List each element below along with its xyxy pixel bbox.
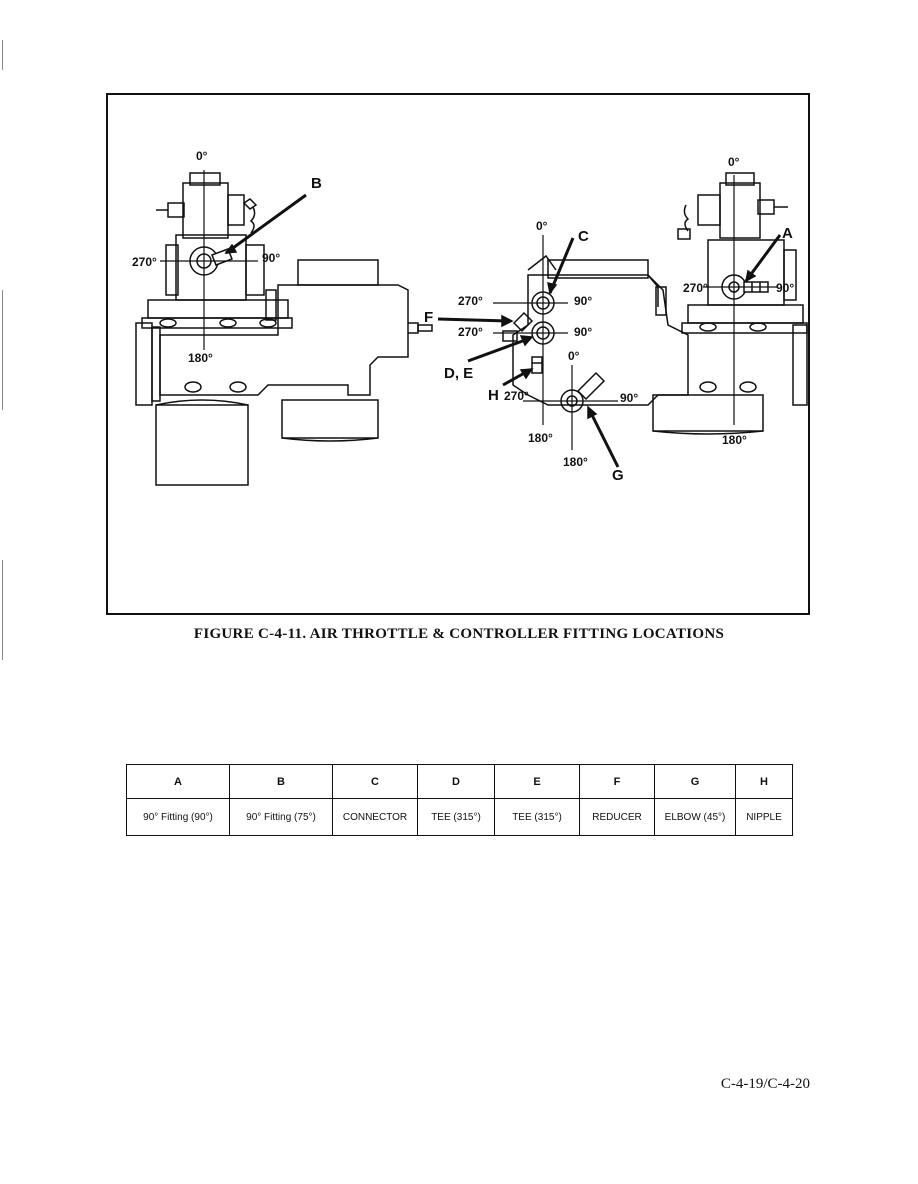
table-cell: TEE (315°) [494, 798, 580, 836]
table-cell: CONNECTOR [332, 798, 418, 836]
table-header-cell: H [735, 764, 793, 799]
table-cell: ELBOW (45°) [654, 798, 736, 836]
angle-label-left-0: 0° [196, 149, 208, 163]
callout-de: D, E [444, 365, 474, 382]
callout-c: C [578, 228, 589, 245]
angle-label-c-270: 270° [458, 294, 483, 308]
angle-label-de-90: 90° [574, 325, 593, 339]
angle-label-left-90: 90° [262, 251, 281, 265]
table-row: 90° Fitting (90°) 90° Fitting (75°) CONN… [126, 798, 793, 836]
table-cell: REDUCER [579, 798, 655, 836]
figure-caption: FIGURE C-4-11. AIR THROTTLE & CONTROLLER… [193, 626, 725, 642]
margin-mark [2, 560, 3, 660]
angle-label-left-270: 270° [132, 255, 157, 269]
angle-label-de-180: 180° [528, 431, 553, 445]
angle-label-h-270: 270° [504, 389, 529, 403]
angle-label-g-0: 0° [568, 349, 580, 363]
callout-g: G [612, 467, 624, 484]
angle-label-right-270: 270° [683, 281, 708, 295]
angle-label-c-0: 0° [536, 219, 548, 233]
table-header-cell: E [494, 764, 580, 799]
callout-f: F [424, 309, 434, 326]
angle-label-right-90: 90° [776, 281, 795, 295]
table-header-cell: D [417, 764, 495, 799]
margin-mark [2, 40, 3, 70]
callout-b: B [311, 175, 322, 192]
fitting-parts-table: A B C D E F G H 90° Fitting (90°) 90° Fi… [126, 764, 793, 836]
table-header-row: A B C D E F G H [126, 764, 793, 799]
margin-mark [2, 290, 3, 410]
table-cell: TEE (315°) [417, 798, 495, 836]
table-cell: NIPPLE [735, 798, 793, 836]
page-number: C-4-19/C-4-20 [720, 1076, 810, 1092]
angle-label-right-180: 180° [722, 433, 747, 447]
table-header-cell: A [126, 764, 230, 799]
table-cell: 90° Fitting (90°) [126, 798, 230, 836]
angle-label-de-270: 270° [458, 325, 483, 339]
figure-frame: B C A F D, E H G 0° 270° 90° 180° 0° 270… [106, 93, 810, 615]
table-header-cell: G [654, 764, 736, 799]
angle-label-left-180: 180° [188, 351, 213, 365]
angle-label-g-90: 90° [620, 391, 639, 405]
fitting-diagram [135, 170, 808, 486]
table-header-cell: C [332, 764, 418, 799]
angle-label-right-0: 0° [728, 155, 740, 169]
table-header-cell: F [579, 764, 655, 799]
table-header-cell: B [229, 764, 333, 799]
callout-a: A [782, 225, 793, 242]
left-throttle-assembly [135, 170, 433, 486]
angle-label-c-90: 90° [574, 294, 593, 308]
callout-h: H [488, 387, 499, 404]
table-cell: 90° Fitting (75°) [229, 798, 333, 836]
angle-label-g-180: 180° [563, 455, 588, 469]
right-controller-assembly [437, 172, 808, 468]
